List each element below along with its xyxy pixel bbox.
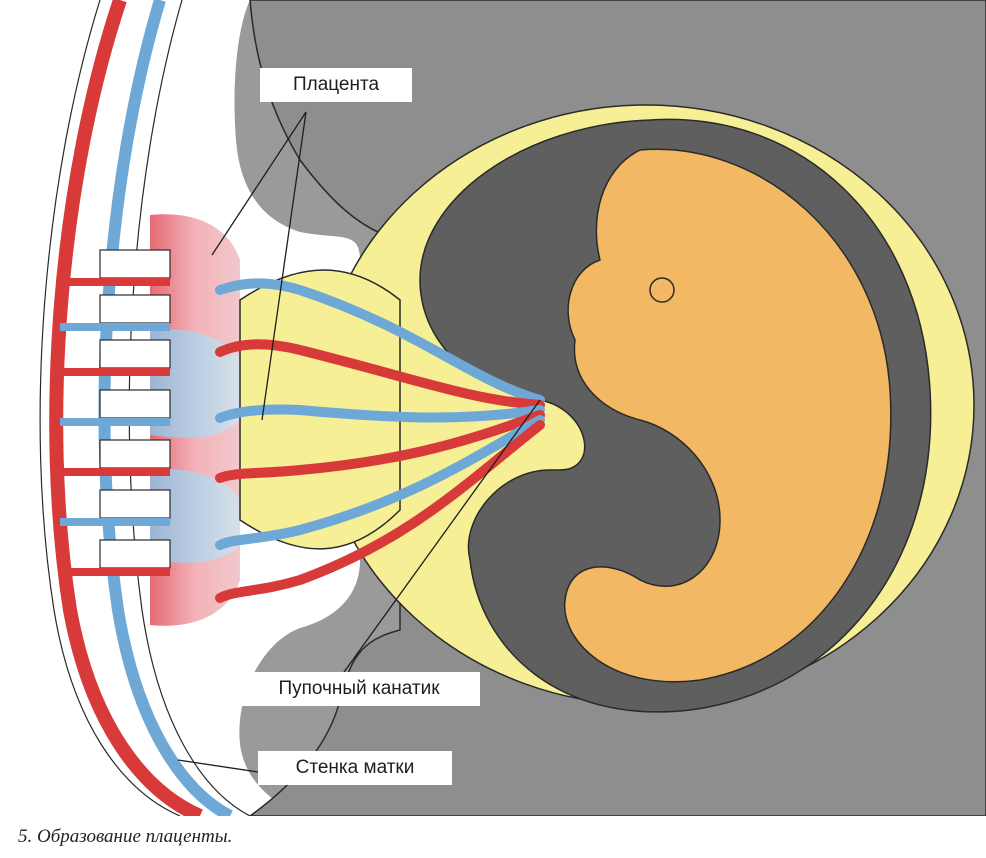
label-umbilical-cord: Пупочный канатик [238, 672, 480, 706]
figure-caption: 5. Образование плаценты. [18, 826, 232, 848]
diagram-canvas [0, 0, 986, 816]
label-uterine-wall: Стенка матки [258, 751, 452, 785]
label-placenta: Плацента [260, 68, 412, 102]
